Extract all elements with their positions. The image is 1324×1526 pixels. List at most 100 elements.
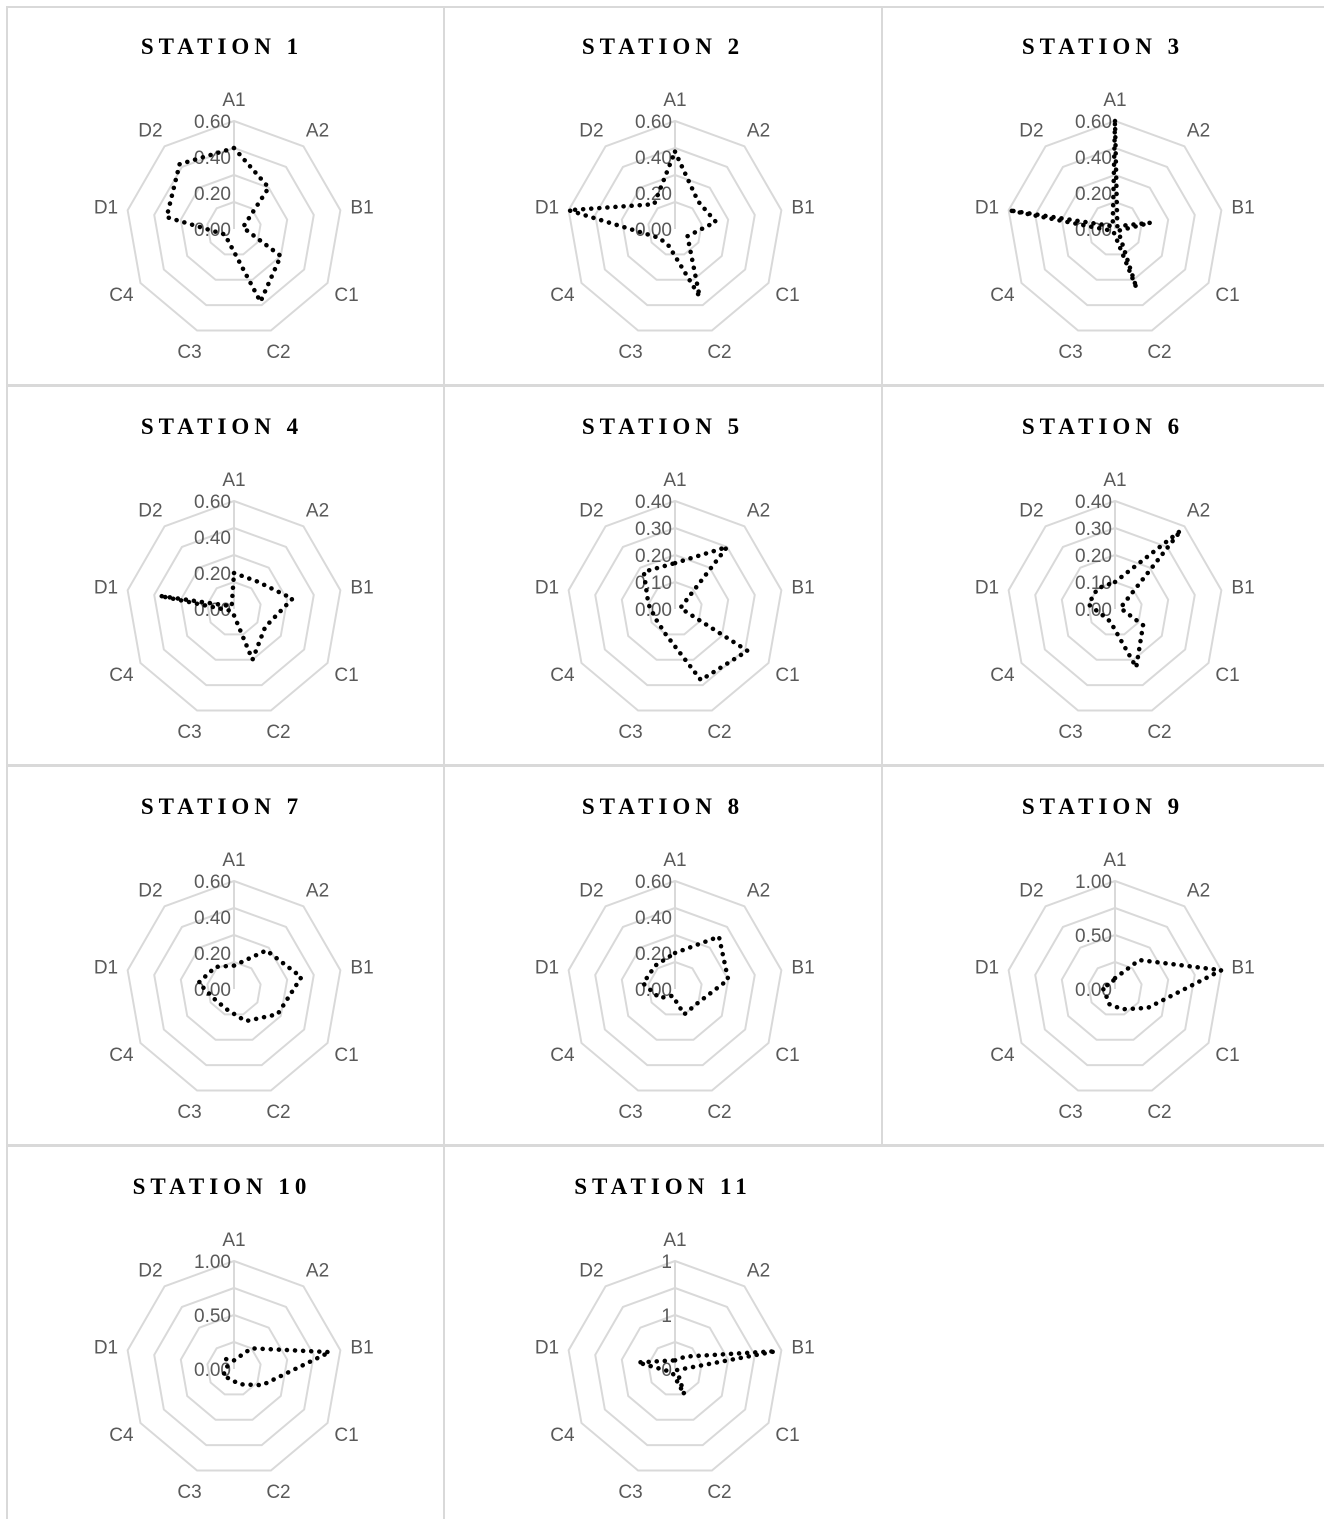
category-label: C3 (1058, 722, 1082, 743)
grid-ring (179, 933, 289, 1041)
tick-label: 0.40 (635, 148, 672, 169)
chart-title: STATION 8 (581, 794, 745, 819)
chart-title: STATION 6 (1021, 414, 1185, 439)
category-label: D1 (535, 577, 559, 598)
data-series (1006, 118, 1153, 291)
category-label: D2 (1019, 500, 1043, 521)
tick-label: 0.50 (1075, 926, 1112, 947)
category-label: A1 (663, 850, 686, 871)
category-label: C1 (775, 1425, 799, 1446)
category-label: C1 (775, 665, 799, 686)
grid-ring (126, 119, 342, 332)
tick-label: 0.60 (194, 492, 231, 513)
tick-label: 0.20 (635, 944, 672, 965)
tick-label: 0.60 (635, 872, 672, 893)
category-label: C3 (1058, 1102, 1082, 1123)
category-label: C4 (550, 1425, 575, 1446)
category-label: C4 (109, 1425, 134, 1446)
tick-label: 1.00 (194, 1252, 231, 1273)
category-label: C1 (334, 665, 358, 686)
category-label: C1 (1215, 665, 1239, 686)
grid-ring (567, 879, 783, 1092)
grid-ring (179, 173, 289, 281)
data-series (220, 1346, 332, 1388)
tick-label: 0.00 (635, 220, 672, 241)
grid-ring (647, 200, 703, 256)
tick-label: 0.20 (194, 184, 231, 205)
category-label: D2 (1019, 880, 1043, 901)
grid-ring (153, 1286, 315, 1447)
tick-label: 0.40 (635, 908, 672, 929)
tick-label: 0.00 (194, 600, 231, 621)
category-label: C2 (266, 722, 290, 743)
chart-title: STATION 1 (140, 34, 304, 59)
grid-row-divider (6, 384, 1324, 387)
grid-ring (1087, 200, 1143, 256)
category-label: C3 (177, 1482, 201, 1503)
category-label: A2 (1187, 500, 1210, 521)
grid-ring (1007, 499, 1223, 712)
grid-ring (620, 1313, 730, 1421)
category-label: B1 (791, 957, 814, 978)
tick-label: 0.10 (635, 573, 672, 594)
category-label: A1 (663, 1230, 686, 1251)
grid-ring (1060, 553, 1170, 661)
category-label: C1 (334, 1425, 358, 1446)
tick-label: 0.20 (1075, 184, 1112, 205)
category-label: C3 (177, 1102, 201, 1123)
category-label: D1 (535, 1337, 559, 1358)
grid-row-divider (6, 1144, 1324, 1147)
category-label: D1 (975, 197, 999, 218)
grid-ring (1034, 146, 1196, 307)
grid-col-divider (443, 6, 445, 1519)
tick-label: 1 (661, 1252, 672, 1273)
grid-ring (1007, 879, 1223, 1092)
category-label: A1 (663, 470, 686, 491)
category-label: C4 (109, 1045, 134, 1066)
category-label: D1 (975, 957, 999, 978)
category-label: D2 (579, 880, 603, 901)
category-label: A1 (1103, 470, 1126, 491)
tick-label: 0.60 (1075, 112, 1112, 133)
tick-label: 0.60 (194, 112, 231, 133)
grid-ring (1034, 906, 1196, 1067)
category-label: A1 (663, 90, 686, 111)
category-label: A1 (222, 850, 245, 871)
chart-title: STATION 9 (1021, 794, 1185, 819)
category-label: D1 (975, 577, 999, 598)
category-label: C4 (109, 285, 134, 306)
category-label: C3 (1058, 342, 1082, 363)
category-label: D1 (94, 957, 118, 978)
tick-label: 0.20 (194, 564, 231, 585)
tick-label: 0.30 (635, 519, 672, 540)
tick-label: 0.60 (635, 112, 672, 133)
category-label: A2 (747, 880, 770, 901)
grid-ring (179, 553, 289, 661)
category-label: A2 (306, 500, 329, 521)
category-label: D1 (94, 197, 118, 218)
tick-label: 0.00 (194, 980, 231, 1001)
category-label: C2 (707, 342, 731, 363)
category-label: A2 (306, 1260, 329, 1281)
data-series (1099, 957, 1224, 1012)
grid-ring (126, 1259, 342, 1472)
category-label: A2 (747, 1260, 770, 1281)
category-label: B1 (1231, 577, 1254, 598)
category-label: C1 (1215, 285, 1239, 306)
category-label: D2 (579, 500, 603, 521)
grid-ring (153, 906, 315, 1067)
category-label: D2 (579, 120, 603, 141)
tick-label: 0.10 (1075, 573, 1112, 594)
grid-ring (567, 499, 783, 712)
category-label: C4 (550, 285, 575, 306)
